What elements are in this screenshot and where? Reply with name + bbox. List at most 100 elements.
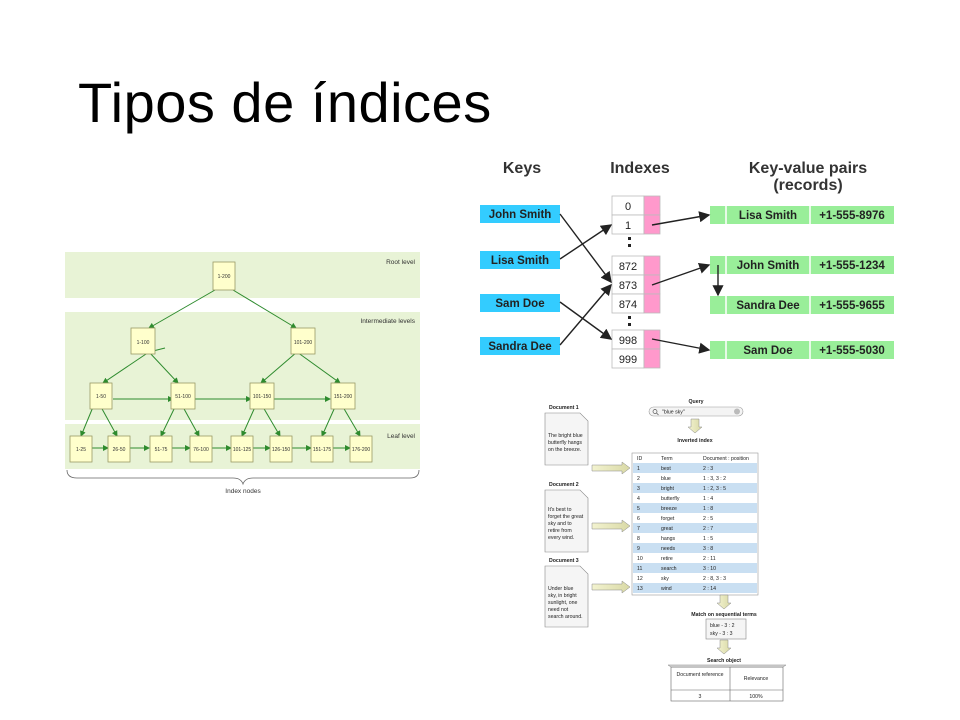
record-4-name: Sam Doe <box>743 345 792 357</box>
leaf-1-label: 1-25 <box>76 447 86 453</box>
doc2-line2: forget the great <box>548 514 584 520</box>
record-2-name: John Smith <box>737 260 800 272</box>
doc1-line1: The bright blue <box>548 433 583 439</box>
leaf-node-4 <box>189 435 213 463</box>
intermediate-levels-band <box>65 312 420 420</box>
row-doc-position: 2 : 5 <box>703 516 713 522</box>
index-872: 872 <box>619 261 637 273</box>
row-doc-position: 3 : 8 <box>703 546 713 552</box>
result-header-doc: Document reference <box>677 672 724 678</box>
row-term: best <box>661 466 671 472</box>
doc1-page <box>544 412 589 466</box>
indexes-header: Indexes <box>610 160 670 177</box>
record-3-phone: +1-555-9655 <box>819 300 885 312</box>
node-int2-d-label: 151-200 <box>334 394 353 400</box>
leaf-node-5 <box>230 435 254 463</box>
row-doc-position: 1 : 5 <box>703 536 713 542</box>
col-doc-position: Document : position <box>703 456 749 462</box>
leaf-node-1 <box>69 435 93 463</box>
clear-icon[interactable] <box>734 408 740 415</box>
doc3-line4: need not <box>548 607 569 613</box>
table-row <box>633 583 757 593</box>
node-int2-a-label: 1-50 <box>96 394 106 400</box>
btree-diagram: Root level Intermediate levels Leaf leve… <box>65 252 420 495</box>
row-doc-position: 3 : 10 <box>703 566 716 572</box>
leaf-node-7 <box>310 435 334 463</box>
node-int2-b-label: 51-100 <box>175 394 191 400</box>
row-doc-position: 1 : 3, 3 : 2 <box>703 476 726 482</box>
root-level-band <box>65 252 420 298</box>
doc3-line3: sunlight, one <box>548 600 578 606</box>
search-object-label: Search object <box>707 658 741 664</box>
row-id: 6 <box>637 516 640 522</box>
row-term: blue <box>661 476 671 482</box>
row-doc-position: 2 : 7 <box>703 526 713 532</box>
node-int2-c <box>249 382 275 410</box>
doc3-line2: sky, in bright <box>548 593 577 599</box>
row-id: 11 <box>637 566 642 572</box>
row-term: wind <box>661 586 672 592</box>
node-int1-b-label: 101-200 <box>294 340 313 346</box>
row-id: 7 <box>637 526 640 532</box>
index-0: 0 <box>625 201 631 213</box>
row-id: 13 <box>637 586 643 592</box>
result-header-doc-text: Document reference <box>677 672 724 678</box>
table-row <box>633 573 757 583</box>
row-term: needs <box>661 546 676 552</box>
doc2-line3: sky and to <box>548 521 572 527</box>
index-1: 1 <box>625 220 631 232</box>
index-873: 873 <box>619 280 637 292</box>
search-icon <box>652 409 659 416</box>
query-arrow-icon <box>687 418 703 434</box>
key-label-3: Sam Doe <box>495 298 544 310</box>
query-text: "blue sky" <box>662 410 685 416</box>
intermediate-levels-label: Intermediate levels <box>360 318 415 325</box>
key-lisa-smith <box>480 251 560 269</box>
doc1-line3: on the breeze. <box>548 447 581 453</box>
leaf-3-label: 51-75 <box>155 447 168 453</box>
node-root-label: 1-200 <box>218 274 231 280</box>
doc2-line5: every wind. <box>548 535 574 541</box>
table-row <box>633 563 757 573</box>
doc2-line1: It's best to <box>548 507 572 513</box>
leaf-node-6 <box>269 435 293 463</box>
record-1-phone: +1-555-8976 <box>819 210 885 222</box>
leaf-7-label: 151-175 <box>313 447 332 453</box>
row-id: 9 <box>637 546 640 552</box>
match-line-1: blue - 3 : 2 <box>710 623 735 629</box>
table-row <box>633 473 757 483</box>
row-doc-position: 1 : 8 <box>703 506 713 512</box>
search-arrow-icon <box>716 639 732 655</box>
leaf-5-label: 101-125 <box>233 447 252 453</box>
node-int1-a-label: 1-100 <box>137 340 150 346</box>
node-int2-b <box>170 382 196 410</box>
row-term: forget <box>661 516 675 522</box>
record-4-phone: +1-555-5030 <box>819 345 885 357</box>
index-nodes-label: Index nodes <box>225 488 261 495</box>
query-search-input[interactable] <box>648 406 744 417</box>
doc1-title: Document 1 <box>549 405 579 411</box>
row-doc-position: 2 : 8, 3 : 3 <box>703 576 726 582</box>
key-label-4: Sandra Dee <box>488 341 551 353</box>
row-doc-position: 1 : 2, 3 : 5 <box>703 486 726 492</box>
record-2-phone: +1-555-1234 <box>819 260 885 272</box>
pairs-header-records: (records) <box>773 177 842 194</box>
row-doc-position: 1 : 4 <box>703 496 713 502</box>
doc3-title: Document 3 <box>549 558 579 564</box>
doc2-line4: retire from <box>548 528 572 534</box>
doc2-page <box>544 489 589 553</box>
key-label-2: Lisa Smith <box>491 255 549 267</box>
row-id: 8 <box>637 536 640 542</box>
row-term: sky <box>661 576 669 582</box>
index-874: 874 <box>619 299 637 311</box>
table-row <box>633 523 757 533</box>
hash-table-diagram: Keys Indexes Key-value pairs (records) J… <box>480 160 894 369</box>
node-int1-b <box>290 327 316 355</box>
doc3-page <box>544 565 589 628</box>
root-level-label: Root level <box>386 259 415 266</box>
query-label: Query <box>689 399 704 405</box>
index-999: 999 <box>619 354 637 366</box>
leaf-8-label: 176-200 <box>352 447 371 453</box>
doc1-line2: butterfly hangs <box>548 440 582 446</box>
table-row <box>633 493 757 503</box>
